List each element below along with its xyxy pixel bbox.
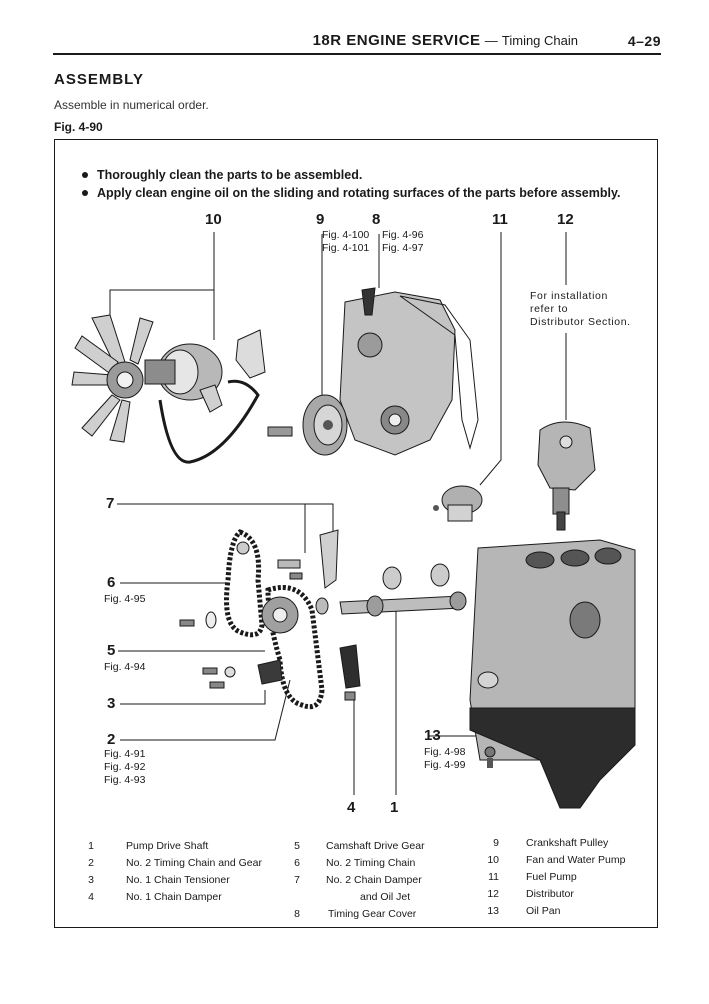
callout-8: 8 [372, 211, 381, 228]
ref-8: Fig. 4-96 Fig. 4-97 [382, 229, 423, 255]
cylinder-block-drawing [469, 539, 636, 809]
ref-text: Fig. 4-91 [104, 748, 146, 760]
ref-5: Fig. 4-94 [104, 661, 146, 673]
ref-text: Fig. 4-99 [424, 759, 466, 771]
legend-number: 7 [294, 874, 300, 886]
callout-10: 10 [205, 211, 222, 228]
ref-text: Fig. 4-92 [104, 761, 146, 773]
bullet-icon [82, 171, 88, 178]
legend-text: No. 1 Chain Tensioner [126, 874, 230, 886]
install-note-line: Distributor Section. [530, 316, 631, 328]
figure-frame [54, 139, 658, 928]
ref-text: Fig. 4-98 [424, 746, 466, 758]
callout-13: 13 [424, 727, 441, 744]
ref-13: Fig. 4-98 Fig. 4-99 [424, 746, 465, 772]
legend-number: 9 [493, 837, 499, 849]
callout-1: 1 [390, 799, 399, 816]
ref-9: Fig. 4-100 Fig. 4-101 [322, 229, 369, 255]
callout-6: 6 [107, 574, 116, 591]
ref-2: Fig. 4-91 Fig. 4-92 Fig. 4-93 [104, 748, 145, 787]
legend-number: 2 [88, 857, 94, 869]
ref-text: Fig. 4-96 [382, 229, 424, 241]
ref-text: Fig. 4-101 [322, 242, 370, 254]
legend-text: Distributor [526, 888, 574, 900]
callout-11: 11 [492, 211, 508, 228]
legend-text: Fuel Pump [526, 871, 577, 883]
legend-number: 11 [488, 871, 499, 883]
header-subtitle: Timing Chain [501, 33, 578, 48]
legend-number: 12 [487, 888, 499, 900]
parts-legend: 1 Pump Drive Shaft 2 No. 2 Timing Chain an… [54, 830, 658, 928]
legend-text: and Oil Jet [360, 891, 411, 903]
note-text: Thoroughly clean the parts to be assembl… [97, 168, 363, 182]
callout-3: 3 [107, 695, 116, 712]
callout-9: 9 [316, 211, 325, 228]
callout-5: 5 [107, 642, 116, 659]
legend-text: No. 1 Chain Damper [126, 891, 222, 903]
distributor-drawing [537, 421, 596, 531]
legend-number: 13 [487, 905, 499, 917]
ref-text: Fig. 4-93 [104, 774, 146, 786]
fan-water-pump-drawing [71, 314, 266, 464]
page-number: 4–29 [627, 33, 661, 49]
note-clean-parts: Thoroughly clean the parts to be assembl… [82, 168, 362, 182]
legend-number: 10 [487, 854, 499, 866]
section-title: ASSEMBLY [54, 71, 144, 88]
install-note-line: refer to [530, 303, 569, 315]
install-note: For installation refer to Distributor Se… [530, 290, 631, 329]
pump-drive-shaft-drawing [339, 591, 467, 617]
callout-12: 12 [557, 211, 574, 228]
legend-text: Oil Pan [526, 905, 561, 917]
legend-text: No. 2 Timing Chain [326, 857, 416, 869]
header-main-title: 18R ENGINE SERVICE [312, 32, 481, 49]
callout-4: 4 [347, 799, 356, 816]
ref-6: Fig. 4-95 [104, 593, 146, 605]
legend-number: 5 [294, 840, 300, 852]
header-dash: — [484, 33, 498, 48]
header-title: 18R ENGINE SERVICE — Timing Chain [313, 32, 578, 49]
legend-text: Fan and Water Pump [526, 854, 626, 866]
section-intro: Assemble in numerical order. [54, 98, 209, 112]
legend-text: Pump Drive Shaft [126, 840, 209, 852]
ref-text: Fig. 4-100 [322, 229, 370, 241]
legend-text: Camshaft Drive Gear [326, 840, 425, 852]
install-note-line: For installation [530, 290, 608, 302]
crankshaft-pulley-drawing [267, 394, 348, 456]
note-text: Apply clean engine oil on the sliding an… [97, 186, 621, 200]
fuel-pump-drawing [433, 485, 483, 522]
legend-text: Timing Gear Cover [328, 908, 417, 920]
legend-text: No. 2 Timing Chain and Gear [126, 857, 262, 869]
small-parts-drawing [179, 529, 450, 701]
figure-label: Fig. 4-90 [54, 120, 103, 134]
legend-number: 8 [294, 908, 300, 920]
timing-gear-cover-drawing [339, 287, 479, 456]
ref-text: Fig. 4-97 [382, 242, 424, 254]
bullet-icon [82, 189, 88, 196]
legend-number: 1 [88, 840, 94, 852]
legend-number: 4 [88, 891, 94, 903]
header-rule [53, 53, 661, 55]
callout-7: 7 [106, 495, 115, 512]
legend-number: 3 [88, 874, 94, 886]
note-oil-surfaces: Apply clean engine oil on the sliding an… [82, 186, 620, 200]
callout-2: 2 [107, 731, 116, 748]
legend-text: No. 2 Chain Damper [326, 874, 422, 886]
legend-text: Crankshaft Pulley [526, 837, 609, 849]
legend-number: 6 [294, 857, 300, 869]
page-header: 18R ENGINE SERVICE — Timing Chain 4–29 [0, 0, 709, 60]
timing-chain-drawing [224, 529, 325, 710]
